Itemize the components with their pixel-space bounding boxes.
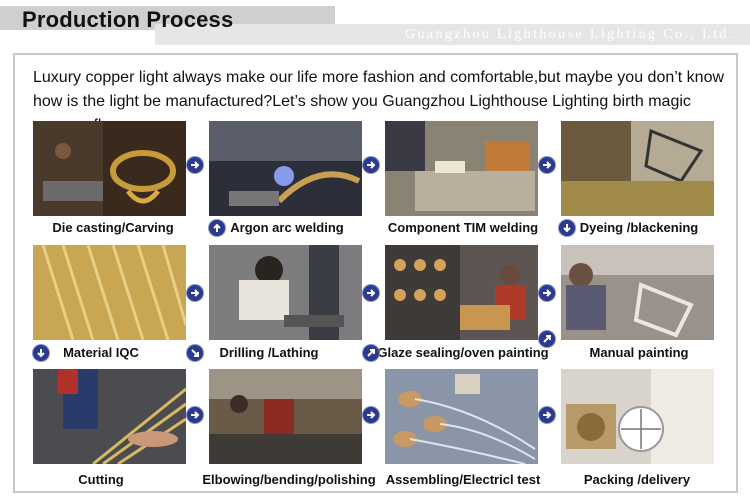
arrow-right-icon <box>539 157 555 173</box>
step-label-elbowing: Elbowing/bending/polishing <box>202 472 376 487</box>
arrow-right-icon <box>187 157 203 173</box>
arrow-diagonal-icon <box>363 345 379 361</box>
step-label-drilling: Drilling /Lathing <box>219 345 319 360</box>
arrow-right-icon <box>539 407 555 423</box>
photo-argon-welding <box>209 121 362 216</box>
arrow-down-icon <box>559 220 575 236</box>
arrow-up-icon <box>209 220 225 236</box>
arrow-right-icon <box>363 285 379 301</box>
arrow-down-icon <box>33 345 49 361</box>
arrow-right-icon <box>187 285 203 301</box>
step-label-packing: Packing /delivery <box>583 472 691 487</box>
arrow-right-icon <box>363 407 379 423</box>
photo-packing <box>561 369 714 464</box>
step-label-dyeing: Dyeing /blackening <box>579 220 699 235</box>
company-name: Guangzhou Lighthouse Lighting Co., Ltd. <box>405 27 735 42</box>
step-label-argon-welding: Argon arc welding <box>230 220 344 235</box>
step-label-tim-welding: Component TIM welding <box>387 220 539 235</box>
step-label-assembling: Assembling/Electricl test <box>385 472 541 487</box>
header-banner-light <box>155 24 750 45</box>
photo-material-iqc <box>33 245 186 340</box>
photo-glaze-oven <box>385 245 538 340</box>
step-label-die-casting: Die casting/Carving <box>52 220 174 235</box>
arrow-right-icon <box>187 407 203 423</box>
photo-die-casting <box>33 121 186 216</box>
photo-cutting <box>33 369 186 464</box>
photo-drilling <box>209 245 362 340</box>
photo-tim-welding <box>385 121 538 216</box>
intro-line-1: Luxury copper light always make our life… <box>33 69 725 86</box>
arrow-right-icon <box>363 157 379 173</box>
step-label-cutting: Cutting <box>78 472 124 487</box>
photo-manual-painting <box>561 245 714 340</box>
arrow-diagonal-icon <box>187 345 203 361</box>
step-label-glaze-oven: Glaze sealing/oven painting <box>377 345 549 360</box>
step-label-manual-painting: Manual painting <box>589 345 689 360</box>
page-title: Production Process <box>22 7 234 32</box>
photo-elbowing <box>209 369 362 464</box>
arrow-right-icon <box>539 285 555 301</box>
step-label-material-iqc: Material IQC <box>63 345 139 360</box>
photo-assembling <box>385 369 538 464</box>
arrow-diagonal-icon <box>539 331 555 347</box>
photo-dyeing <box>561 121 714 216</box>
